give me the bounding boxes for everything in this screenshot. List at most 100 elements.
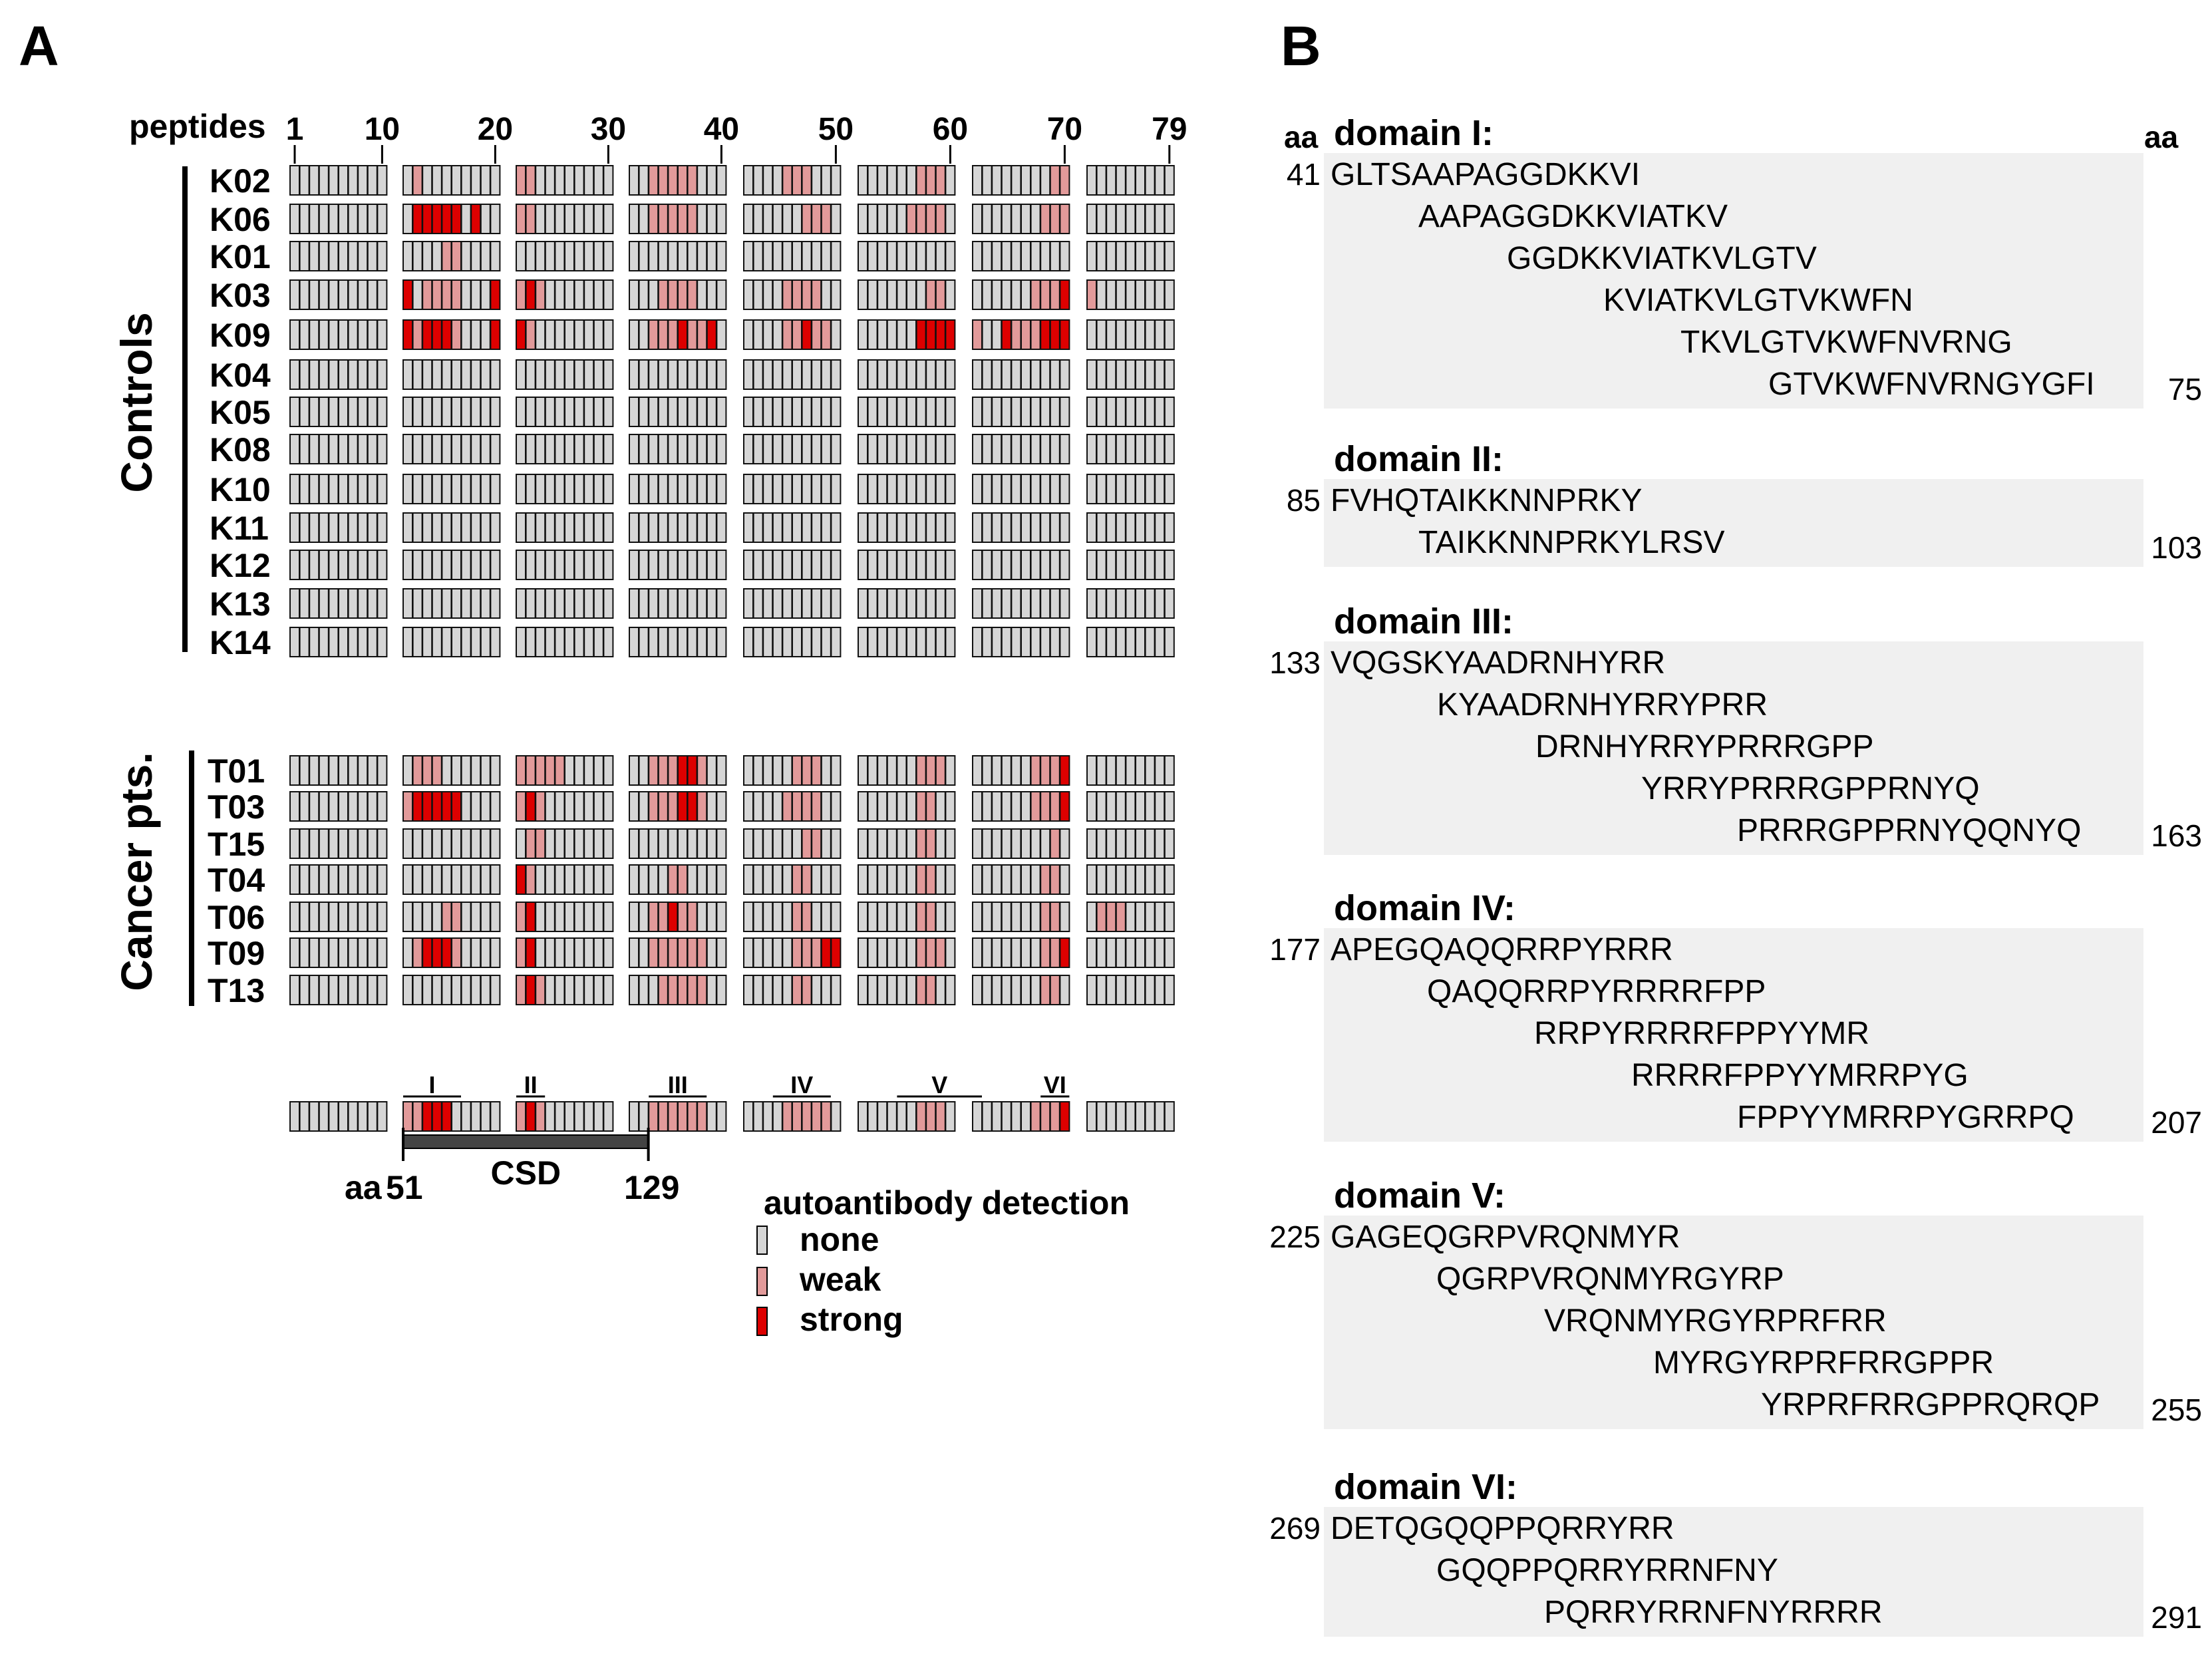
peptide-cell-68 (1040, 474, 1051, 504)
peptide-cell-22 (525, 434, 536, 464)
peptide-cell-43 (762, 434, 774, 464)
peptide-cell-26 (564, 1101, 575, 1132)
peptide-cell-23 (535, 359, 546, 390)
peptide-cell-33 (648, 937, 659, 968)
peptide-cell-74 (1115, 165, 1126, 196)
peptide-cell-9 (367, 755, 378, 786)
peptide-cell-73 (1106, 279, 1117, 310)
peptide-cell-73 (1106, 550, 1117, 580)
peptide-cell-28 (583, 397, 595, 427)
peptide-cell-57 (915, 397, 927, 427)
peptide-cell-35 (667, 937, 679, 968)
peptide-cell-75 (1125, 241, 1136, 271)
peptide-cell-41 (743, 512, 754, 543)
peptide-cell-52 (867, 319, 878, 350)
peptide-cell-27 (573, 937, 585, 968)
peptide-cell-76 (1135, 755, 1146, 786)
peptide-cell-72 (1096, 474, 1107, 504)
peptide-cell-64 (1001, 397, 1012, 427)
peptide-cell-22 (525, 828, 536, 859)
domain-start-aa: 85 (1287, 483, 1321, 518)
peptide-cell-37 (687, 165, 698, 196)
peptide-cell-9 (367, 550, 378, 580)
peptide-cell-20 (490, 550, 501, 580)
peptide-cell-68 (1040, 204, 1051, 234)
peptide-cell-55 (896, 902, 907, 932)
peptide-cell-65 (1011, 550, 1022, 580)
peptide-cell-1 (289, 828, 300, 859)
peptide-cell-29 (593, 434, 604, 464)
peptide-cell-17 (460, 397, 472, 427)
peptide-cell-52 (867, 1101, 878, 1132)
peptide-cell-11 (402, 359, 413, 390)
peptide-cell-3 (309, 550, 320, 580)
peptide-cell-53 (877, 434, 888, 464)
domain-marker-IV: IV (772, 1071, 831, 1098)
peptide-cell-74 (1115, 550, 1126, 580)
peptide-cell-71 (1086, 588, 1097, 619)
peptide-cell-22 (525, 397, 536, 427)
peptide-cell-10 (377, 755, 388, 786)
peptide-cell-24 (544, 627, 555, 657)
peptide-cell-67 (1030, 864, 1041, 895)
peptide-cell-54 (886, 627, 897, 657)
peptide-cell-56 (906, 279, 917, 310)
domain-title: domain II: (1334, 439, 1503, 479)
peptide-cell-43 (762, 902, 774, 932)
peptide-cell-16 (451, 937, 462, 968)
peptide-cell-16 (451, 397, 462, 427)
peptide-cell-28 (583, 474, 595, 504)
peptide-cell-19 (480, 937, 491, 968)
peptide-cell-48 (811, 165, 822, 196)
peptide-cell-63 (991, 165, 1003, 196)
peptide-cell-68 (1040, 165, 1051, 196)
peptide-cell-71 (1086, 828, 1097, 859)
aa-right-label: aa (2144, 120, 2179, 154)
peptide-cell-29 (593, 359, 604, 390)
peptide-cell-45 (782, 828, 793, 859)
peptide-cell-21 (516, 397, 526, 427)
peptide-cell-9 (367, 474, 378, 504)
peptide-cell-36 (677, 279, 688, 310)
peptide-cell-66 (1021, 755, 1031, 786)
peptide-cell-69 (1049, 937, 1060, 968)
peptide-cell-37 (687, 791, 698, 822)
peptide-cell-7 (347, 512, 359, 543)
peptide-cell-65 (1011, 755, 1022, 786)
peptide-cell-2 (299, 627, 310, 657)
peptide-cell-54 (886, 397, 897, 427)
peptide-cell-52 (867, 975, 878, 1005)
domain-label-I: I (428, 1071, 435, 1098)
peptide-cell-1 (289, 319, 300, 350)
peptide-cell-70 (1059, 588, 1070, 619)
peptide-cell-72 (1096, 755, 1107, 786)
peptide-cell-58 (925, 755, 937, 786)
peptide-cell-39 (706, 204, 717, 234)
peptide-cell-41 (743, 474, 754, 504)
peptide-cell-62 (981, 975, 993, 1005)
peptide-cell-14 (431, 550, 442, 580)
peptide-cell-66 (1021, 474, 1031, 504)
peptide-cell-53 (877, 165, 888, 196)
peptide-cell-3 (309, 359, 320, 390)
peptide-cell-55 (896, 627, 907, 657)
peptide-cell-65 (1011, 864, 1022, 895)
peptide-cell-32 (638, 241, 649, 271)
peptide-cell-44 (772, 1101, 783, 1132)
peptide-cell-20 (490, 755, 501, 786)
peptide-cell-16 (451, 165, 462, 196)
peptide-cell-62 (981, 319, 993, 350)
peptide-cell-50 (830, 397, 842, 427)
peptide-cell-64 (1001, 937, 1012, 968)
peptide-cell-25 (554, 828, 565, 859)
peptide-cell-25 (554, 588, 565, 619)
peptide-sequence: PQRRYRRNFNYRRRR (1544, 1595, 1882, 1630)
peptide-cell-30 (603, 204, 614, 234)
peptide-cell-76 (1135, 828, 1146, 859)
peptide-cell-67 (1030, 165, 1041, 196)
peptide-cell-22 (525, 204, 536, 234)
peptide-cell-46 (792, 434, 802, 464)
peptide-cell-23 (535, 791, 546, 822)
peptide-cell-8 (357, 627, 369, 657)
